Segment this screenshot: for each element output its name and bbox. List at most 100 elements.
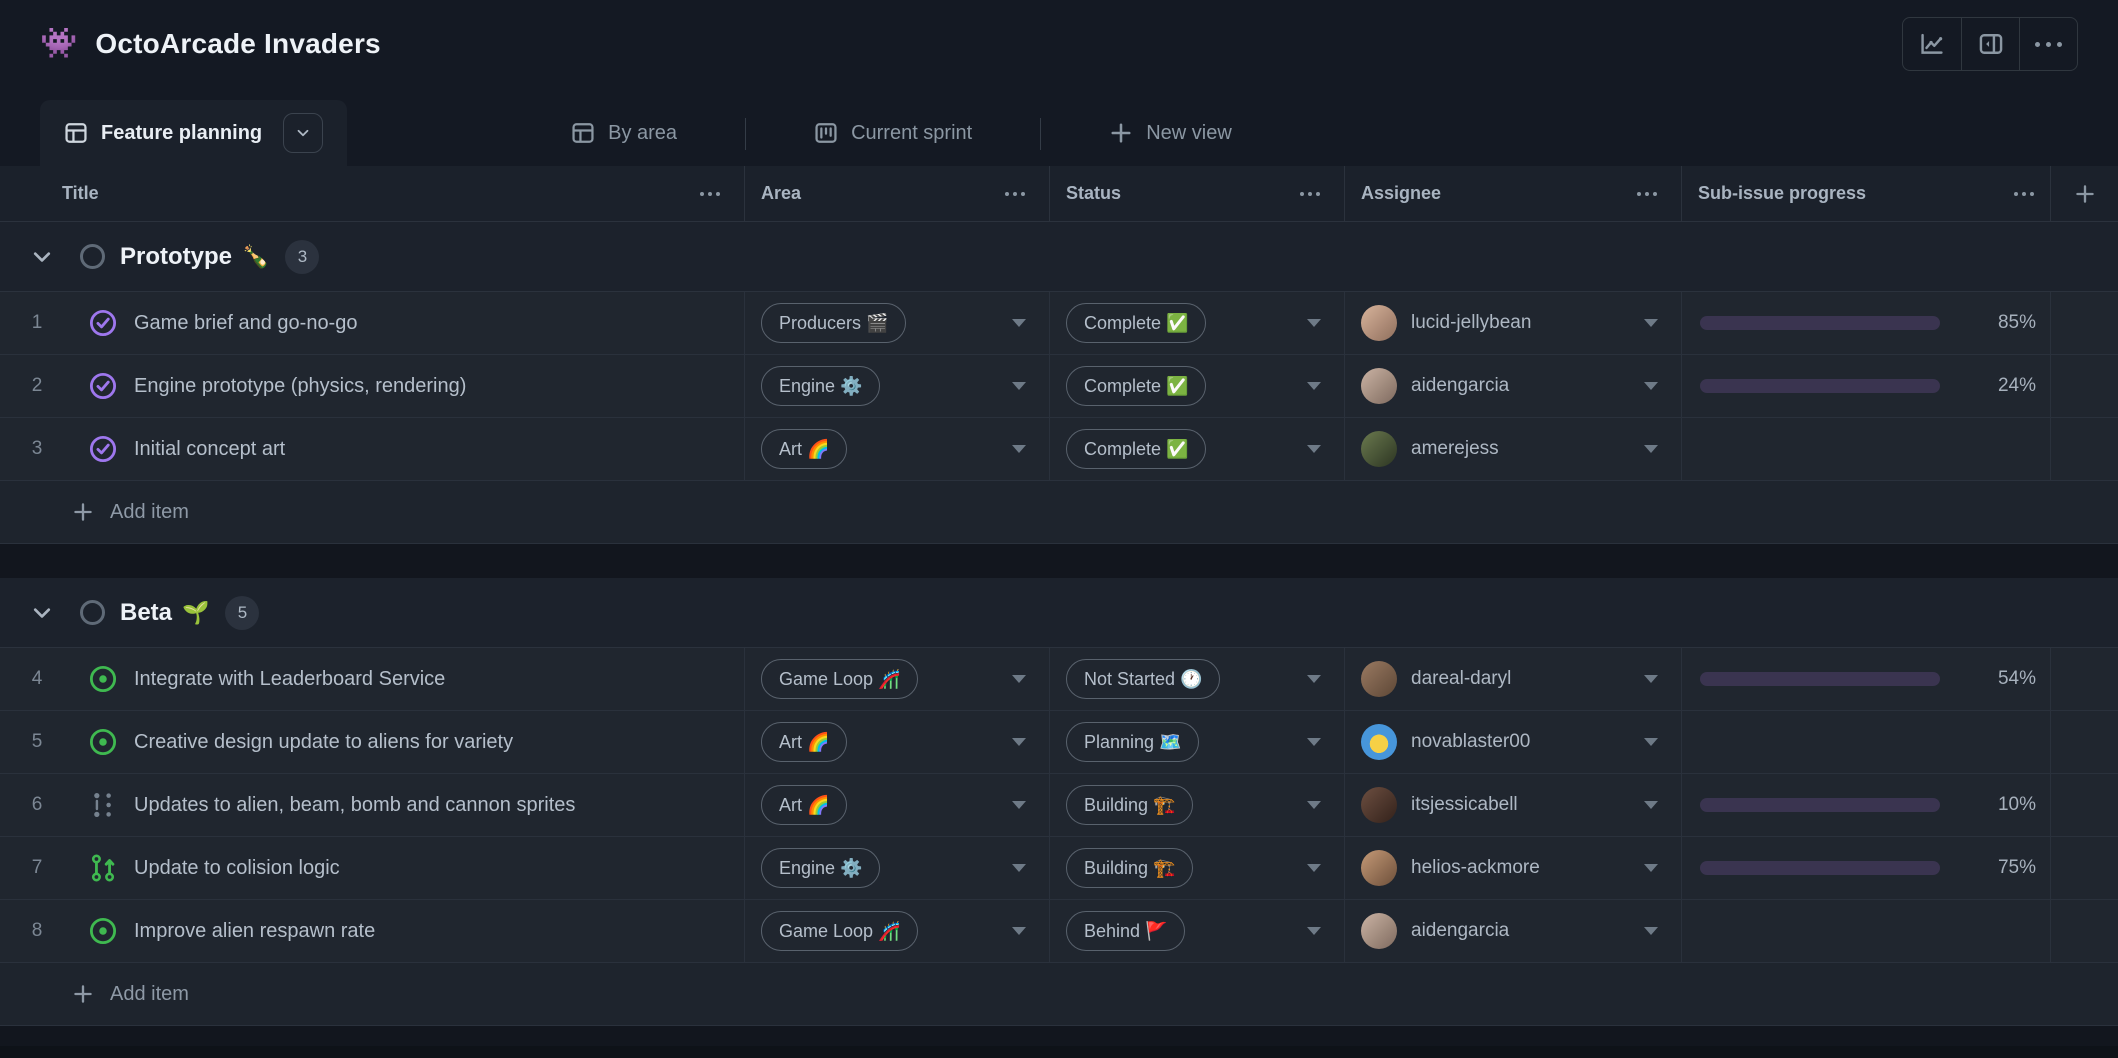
assignee-name[interactable]: lucid-jellybean bbox=[1411, 312, 1532, 333]
assignee-cell[interactable]: amerejess bbox=[1345, 418, 1682, 480]
assignee-name[interactable]: helios-ackmore bbox=[1411, 857, 1540, 878]
progress-cell[interactable] bbox=[1682, 711, 2051, 773]
assignee-cell[interactable]: aidengarcia bbox=[1345, 355, 1682, 417]
area-pill[interactable]: Art 🌈 bbox=[761, 722, 848, 762]
area-pill[interactable]: Art 🌈 bbox=[761, 429, 848, 469]
status-pill[interactable]: Complete ✅ bbox=[1066, 366, 1207, 406]
area-cell[interactable]: Art 🌈 bbox=[745, 711, 1050, 773]
area-cell[interactable]: Producers 🎬 bbox=[745, 292, 1050, 354]
status-pill[interactable]: Behind 🚩 bbox=[1066, 911, 1186, 951]
status-pill[interactable]: Not Started 🕐 bbox=[1066, 659, 1221, 699]
area-cell[interactable]: Game Loop 🎢 bbox=[745, 648, 1050, 710]
assignee-name[interactable]: amerejess bbox=[1411, 438, 1499, 459]
status-pill[interactable]: Building 🏗️ bbox=[1066, 785, 1194, 825]
status-cell[interactable]: Behind 🚩 bbox=[1050, 900, 1345, 962]
assignee-cell[interactable]: helios-ackmore bbox=[1345, 837, 1682, 899]
assignee-name[interactable]: itsjessicabell bbox=[1411, 794, 1518, 815]
new-view-button[interactable]: New view bbox=[1085, 100, 1256, 166]
area-cell[interactable]: Art 🌈 bbox=[745, 418, 1050, 480]
status-cell[interactable]: Complete ✅ bbox=[1050, 418, 1345, 480]
progress-cell[interactable]: 24% bbox=[1682, 355, 2051, 417]
column-menu-icon[interactable] bbox=[2014, 191, 2034, 196]
area-pill[interactable]: Game Loop 🎢 bbox=[761, 911, 919, 951]
tab-current-sprint[interactable]: Current sprint bbox=[790, 100, 996, 166]
area-pill[interactable]: Game Loop 🎢 bbox=[761, 659, 919, 699]
status-pill[interactable]: Complete ✅ bbox=[1066, 429, 1207, 469]
area-cell[interactable]: Engine ⚙️ bbox=[745, 837, 1050, 899]
area-cell[interactable]: Game Loop 🎢 bbox=[745, 900, 1050, 962]
issue-title[interactable]: Updates to alien, beam, bomb and cannon … bbox=[134, 793, 576, 816]
progress-cell[interactable]: 75% bbox=[1682, 837, 2051, 899]
issue-title[interactable]: Improve alien respawn rate bbox=[134, 919, 376, 942]
area-pill[interactable]: Engine ⚙️ bbox=[761, 848, 881, 888]
collapse-chevron-icon[interactable] bbox=[30, 245, 54, 269]
area-cell[interactable]: Art 🌈 bbox=[745, 774, 1050, 836]
issue-open-icon bbox=[88, 727, 118, 757]
issue-title[interactable]: Game brief and go-no-go bbox=[134, 311, 358, 334]
assignee-name[interactable]: novablaster00 bbox=[1411, 731, 1531, 752]
column-header-area[interactable]: Area bbox=[745, 166, 1050, 221]
progress-cell[interactable]: 85% bbox=[1682, 292, 2051, 354]
assignee-cell[interactable]: aidengarcia bbox=[1345, 900, 1682, 962]
assignee-cell[interactable]: lucid-jellybean bbox=[1345, 292, 1682, 354]
assignee-cell[interactable]: itsjessicabell bbox=[1345, 774, 1682, 836]
progress-cell[interactable] bbox=[1682, 900, 2051, 962]
column-menu-icon[interactable] bbox=[1300, 191, 1320, 196]
title-cell[interactable]: 4 Integrate with Leaderboard Service bbox=[0, 648, 745, 710]
title-cell[interactable]: 6 Updates to alien, beam, bomb and canno… bbox=[0, 774, 745, 836]
title-cell[interactable]: 7 Update to colision logic bbox=[0, 837, 745, 899]
assignee-name[interactable]: dareal-daryl bbox=[1411, 668, 1512, 689]
title-cell[interactable]: 3 Initial concept art bbox=[0, 418, 745, 480]
status-pill[interactable]: Complete ✅ bbox=[1066, 303, 1207, 343]
area-pill[interactable]: Engine ⚙️ bbox=[761, 366, 881, 406]
assignee-name[interactable]: aidengarcia bbox=[1411, 920, 1510, 941]
column-header-sub-issue-progress[interactable]: Sub-issue progress bbox=[1682, 166, 2051, 221]
assignee-cell[interactable]: novablaster00 bbox=[1345, 711, 1682, 773]
progress-cell[interactable]: 10% bbox=[1682, 774, 2051, 836]
progress-cell[interactable] bbox=[1682, 418, 2051, 480]
column-menu-icon[interactable] bbox=[1637, 191, 1657, 196]
issue-title[interactable]: Initial concept art bbox=[134, 437, 286, 460]
add-item-button[interactable]: Add item bbox=[0, 481, 2118, 544]
tab-menu-button[interactable] bbox=[283, 113, 324, 153]
project-menu-button[interactable] bbox=[2019, 18, 2077, 70]
issue-title[interactable]: Engine prototype (physics, rendering) bbox=[134, 374, 467, 397]
column-header-title[interactable]: Title bbox=[0, 166, 745, 221]
chevron-down-icon bbox=[1307, 738, 1321, 746]
row-gutter bbox=[2051, 774, 2118, 836]
status-cell[interactable]: Complete ✅ bbox=[1050, 355, 1345, 417]
status-pill[interactable]: Building 🏗️ bbox=[1066, 848, 1194, 888]
title-cell[interactable]: 2 Engine prototype (physics, rendering) bbox=[0, 355, 745, 417]
tab-by-area[interactable]: By area bbox=[547, 100, 701, 166]
insights-button[interactable] bbox=[1903, 18, 1961, 70]
title-cell[interactable]: 1 Game brief and go-no-go bbox=[0, 292, 745, 354]
side-panel-button[interactable] bbox=[1961, 18, 2019, 70]
column-menu-icon[interactable] bbox=[700, 191, 720, 196]
column-label: Status bbox=[1066, 183, 1122, 203]
area-pill[interactable]: Art 🌈 bbox=[761, 785, 848, 825]
status-cell[interactable]: Not Started 🕐 bbox=[1050, 648, 1345, 710]
issue-title[interactable]: Creative design update to aliens for var… bbox=[134, 730, 514, 753]
issue-title[interactable]: Integrate with Leaderboard Service bbox=[134, 667, 446, 690]
column-header-status[interactable]: Status bbox=[1050, 166, 1345, 221]
area-cell[interactable]: Engine ⚙️ bbox=[745, 355, 1050, 417]
status-cell[interactable]: Building 🏗️ bbox=[1050, 774, 1345, 836]
column-header-assignee[interactable]: Assignee bbox=[1345, 166, 1682, 221]
title-cell[interactable]: 8 Improve alien respawn rate bbox=[0, 900, 745, 962]
add-column-button[interactable] bbox=[2051, 166, 2118, 221]
tab-feature-planning[interactable]: Feature planning bbox=[40, 100, 348, 166]
status-cell[interactable]: Building 🏗️ bbox=[1050, 837, 1345, 899]
area-pill[interactable]: Producers 🎬 bbox=[761, 303, 907, 343]
status-pill[interactable]: Planning 🗺️ bbox=[1066, 722, 1200, 762]
status-cell[interactable]: Complete ✅ bbox=[1050, 292, 1345, 354]
chevron-down-icon bbox=[1644, 738, 1658, 746]
column-menu-icon[interactable] bbox=[1005, 191, 1025, 196]
collapse-chevron-icon[interactable] bbox=[30, 601, 54, 625]
status-cell[interactable]: Planning 🗺️ bbox=[1050, 711, 1345, 773]
add-item-button[interactable]: Add item bbox=[0, 963, 2118, 1026]
progress-cell[interactable]: 54% bbox=[1682, 648, 2051, 710]
assignee-name[interactable]: aidengarcia bbox=[1411, 375, 1510, 396]
title-cell[interactable]: 5 Creative design update to aliens for v… bbox=[0, 711, 745, 773]
issue-title[interactable]: Update to colision logic bbox=[134, 856, 340, 879]
assignee-cell[interactable]: dareal-daryl bbox=[1345, 648, 1682, 710]
